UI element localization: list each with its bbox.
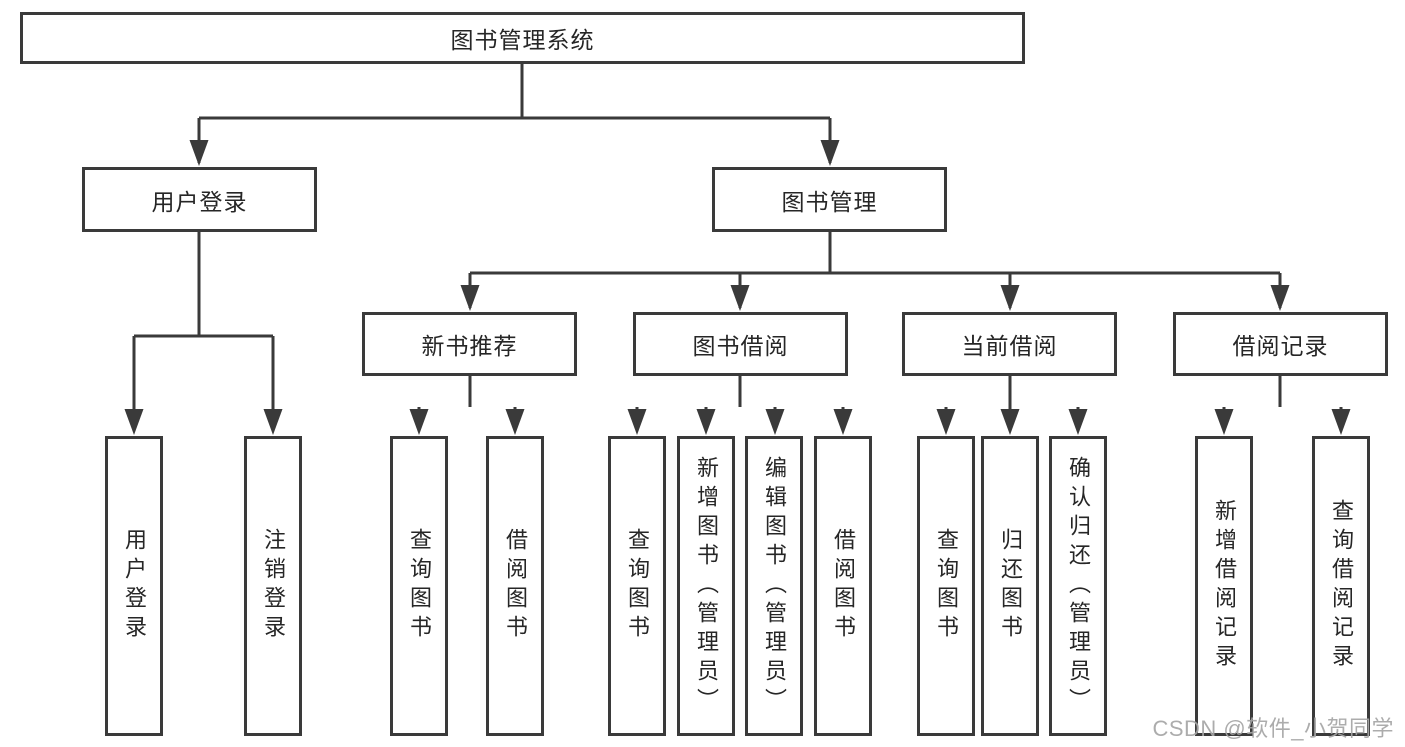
node-user-login: 用户登录 (82, 167, 317, 232)
leaf-recommend-borrow-books-label: 借阅图书 (503, 528, 528, 644)
leaf-user-login-label: 用户登录 (122, 528, 147, 644)
arrow-down-icon (505, 409, 525, 435)
leaf-borrow-query-books: 查询图书 (608, 436, 666, 736)
leaf-current-query-books-label: 查询图书 (934, 528, 959, 644)
leaf-borrow-borrow-books: 借阅图书 (814, 436, 872, 736)
leaf-confirm-return-admin-label: 确认归还（管理员） (1066, 455, 1091, 717)
node-borrow-records-label: 借阅记录 (1232, 333, 1329, 359)
leaf-query-borrow-record-label: 查询借阅记录 (1329, 499, 1354, 673)
node-new-book-recommend-label: 新书推荐 (421, 333, 518, 359)
arrow-down-icon (820, 140, 840, 166)
arrow-down-icon (696, 409, 716, 435)
node-current-borrow: 当前借阅 (902, 312, 1117, 376)
arrow-down-icon (833, 409, 853, 435)
node-user-login-label: 用户登录 (151, 188, 248, 215)
node-book-management: 图书管理 (712, 167, 947, 232)
arrow-down-icon (1068, 409, 1088, 435)
leaf-return-book: 归还图书 (981, 436, 1039, 736)
node-book-borrow-label: 图书借阅 (692, 333, 789, 359)
node-book-management-label: 图书管理 (781, 188, 878, 215)
arrow-down-icon (409, 409, 429, 435)
leaf-edit-book-admin-label: 编辑图书（管理员） (762, 455, 787, 717)
node-current-borrow-label: 当前借阅 (961, 333, 1058, 359)
arrow-down-icon (460, 285, 480, 311)
arrow-down-icon (124, 409, 144, 435)
node-root: 图书管理系统 (20, 12, 1025, 64)
leaf-logout: 注销登录 (244, 436, 302, 736)
leaf-add-book-admin-label: 新增图书（管理员） (694, 455, 719, 717)
arrow-down-icon (730, 285, 750, 311)
arrow-down-icon (1000, 409, 1020, 435)
leaf-user-login: 用户登录 (105, 436, 163, 736)
leaf-recommend-query-books-label: 查询图书 (407, 528, 432, 644)
leaf-return-book-label: 归还图书 (998, 528, 1023, 644)
leaf-recommend-query-books: 查询图书 (390, 436, 448, 736)
leaf-edit-book-admin: 编辑图书（管理员） (745, 436, 803, 736)
leaf-recommend-borrow-books: 借阅图书 (486, 436, 544, 736)
arrow-down-icon (1331, 409, 1351, 435)
arrow-down-icon (627, 409, 647, 435)
watermark: CSDN @软件_小贺同学 (1152, 716, 1394, 741)
leaf-borrow-borrow-books-label: 借阅图书 (831, 528, 856, 644)
node-root-label: 图书管理系统 (450, 27, 595, 53)
leaf-current-query-books: 查询图书 (917, 436, 975, 736)
node-book-borrow: 图书借阅 (633, 312, 848, 376)
arrow-down-icon (189, 140, 209, 166)
node-new-book-recommend: 新书推荐 (362, 312, 577, 376)
arrow-down-icon (263, 409, 283, 435)
leaf-add-borrow-record-label: 新增借阅记录 (1212, 499, 1237, 673)
arrow-down-icon (765, 409, 785, 435)
arrow-down-icon (936, 409, 956, 435)
arrow-down-icon (1270, 285, 1290, 311)
leaf-logout-label: 注销登录 (261, 528, 286, 644)
leaf-add-book-admin: 新增图书（管理员） (677, 436, 735, 736)
arrow-down-icon (1214, 409, 1234, 435)
leaf-query-borrow-record: 查询借阅记录 (1312, 436, 1370, 736)
leaf-borrow-query-books-label: 查询图书 (625, 528, 650, 644)
node-borrow-records: 借阅记录 (1173, 312, 1388, 376)
leaf-add-borrow-record: 新增借阅记录 (1195, 436, 1253, 736)
arrow-down-icon (1000, 285, 1020, 311)
leaf-confirm-return-admin: 确认归还（管理员） (1049, 436, 1107, 736)
